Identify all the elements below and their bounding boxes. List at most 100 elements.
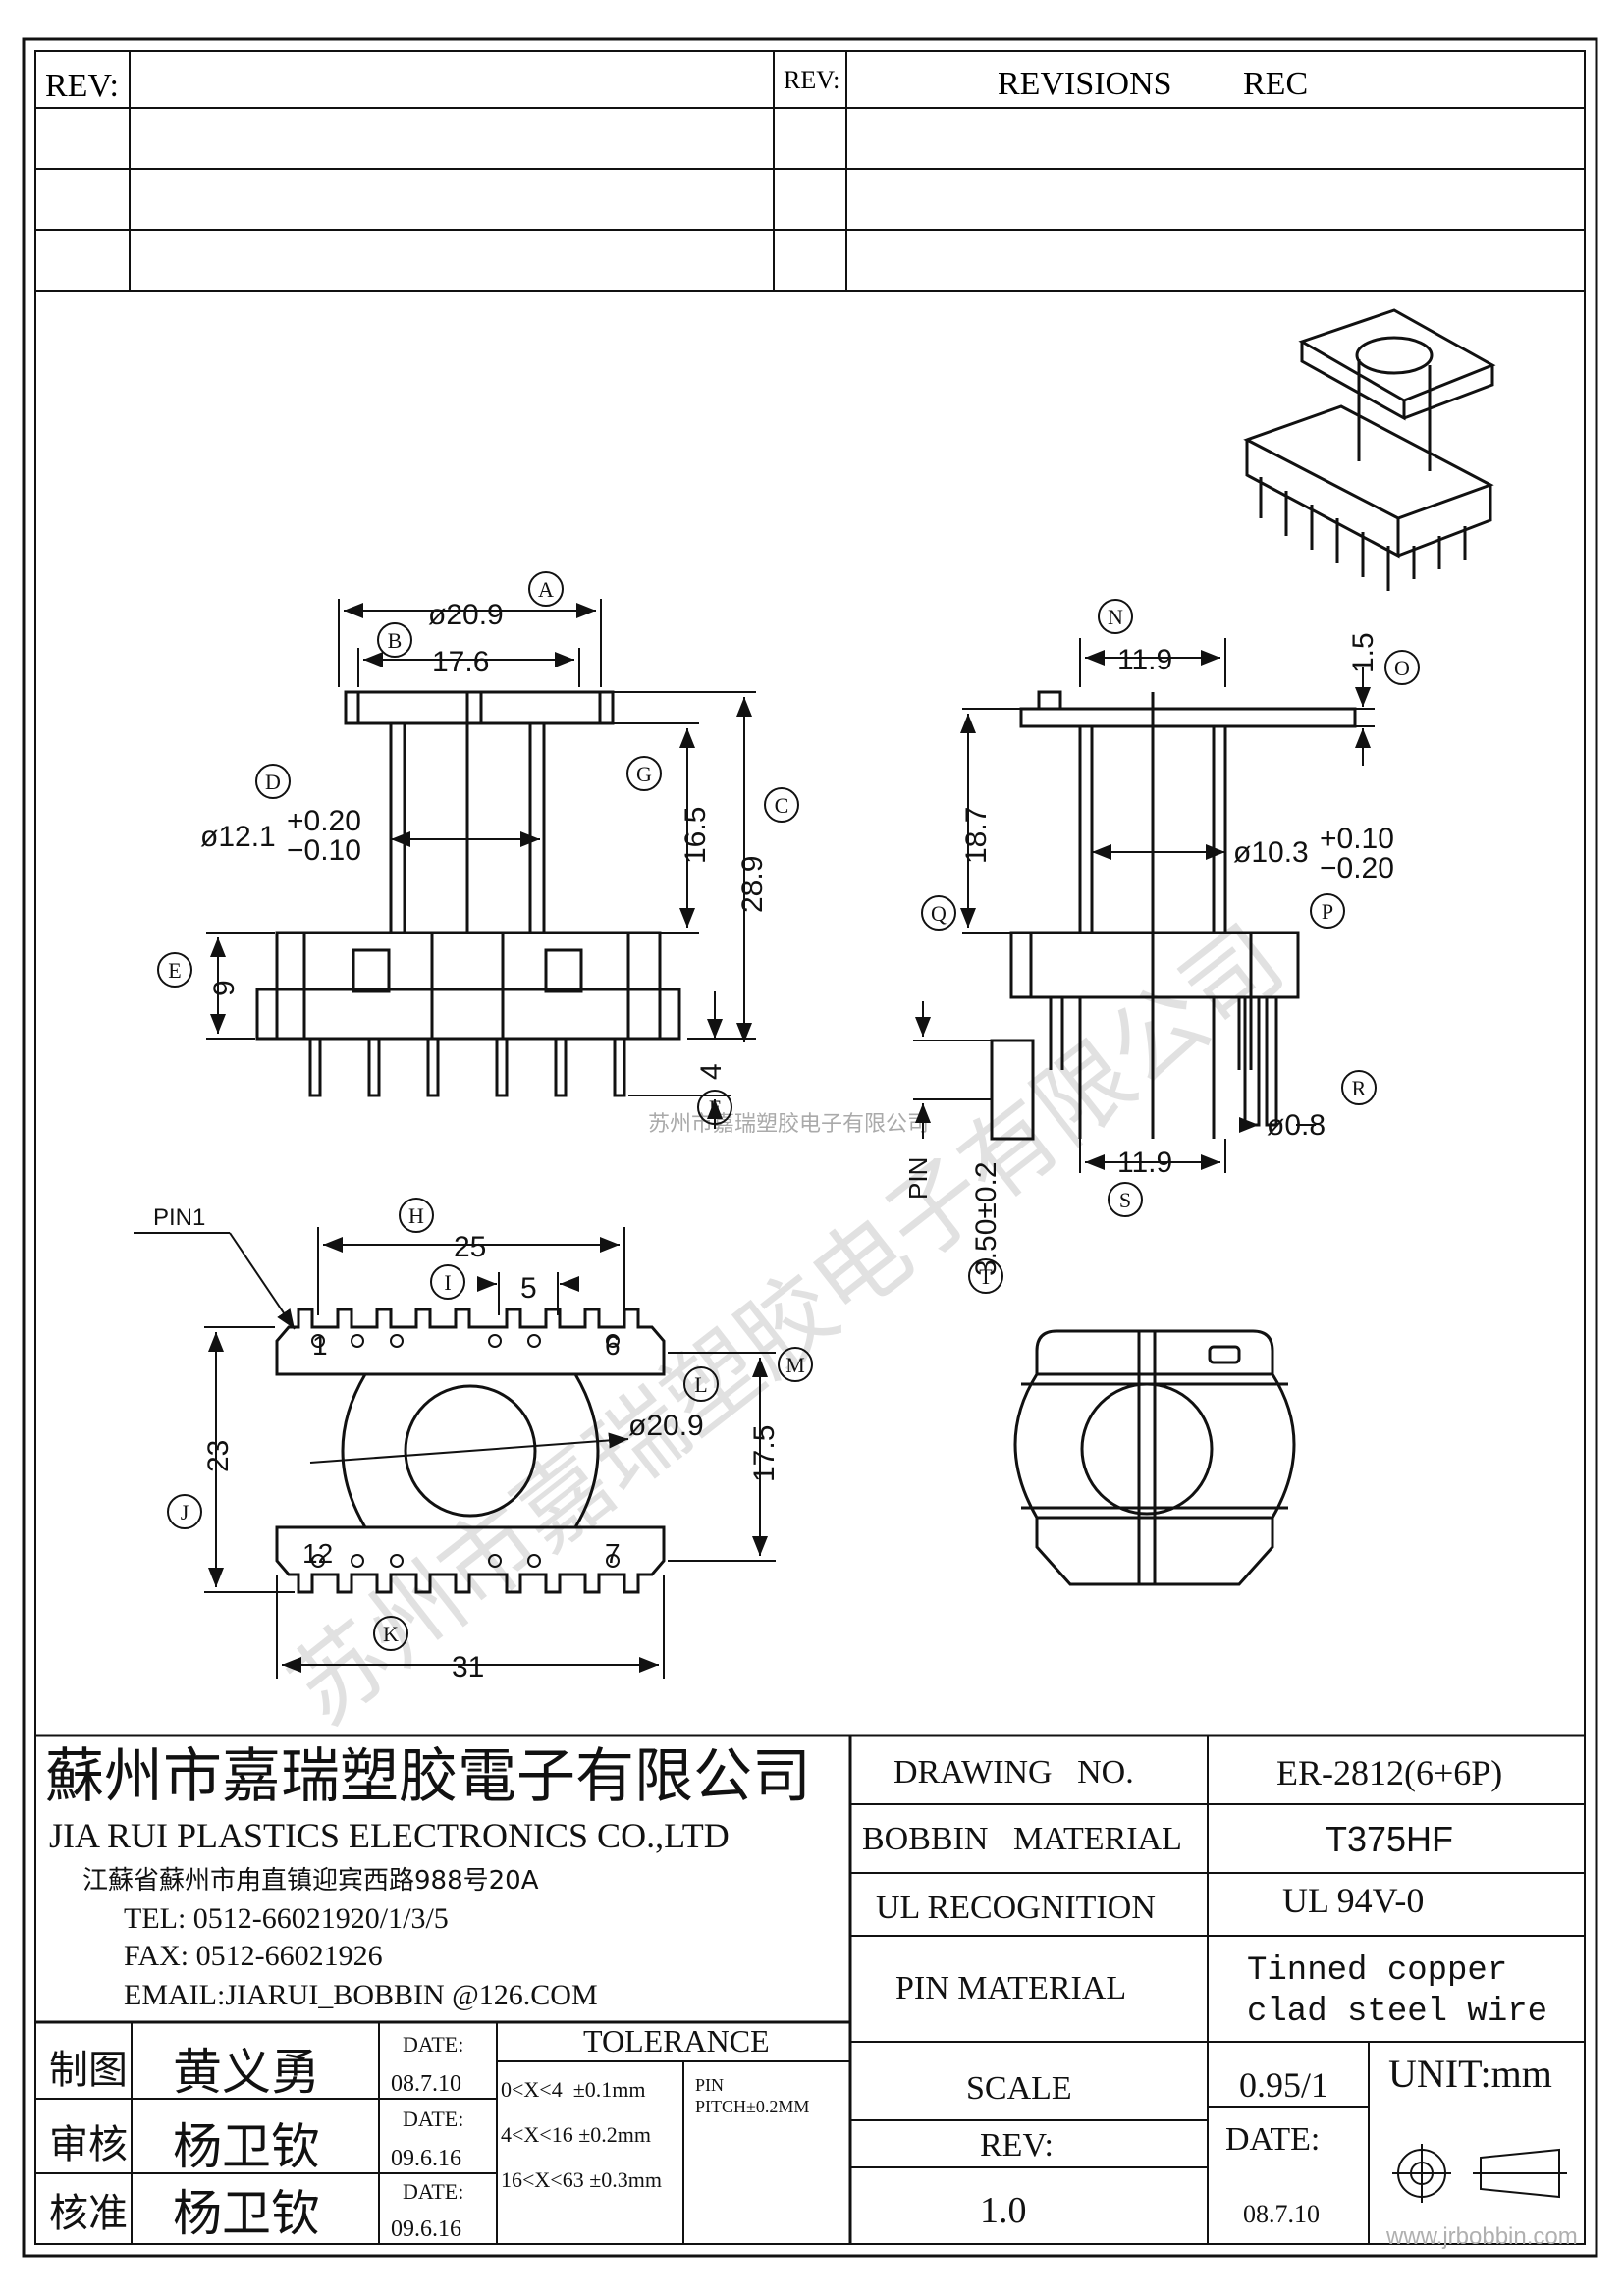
- dim-core-tol-lower: −0.20: [1320, 852, 1394, 884]
- pin-material-line2: clad steel wire: [1247, 1994, 1547, 2031]
- pin-12-number: 12: [302, 1538, 333, 1569]
- pin-material-line1: Tinned copper: [1247, 1952, 1507, 1990]
- date-label-approved: DATE:: [403, 2179, 463, 2204]
- tolerance-row-1: 0<X<4 ±0.1mm: [501, 2077, 646, 2102]
- dim-h: 25: [454, 1231, 486, 1263]
- dim-a: ø20.9: [428, 599, 504, 631]
- callout-a: A: [538, 577, 554, 602]
- callout-k: K: [383, 1622, 399, 1646]
- title-block-grid: [35, 1734, 1585, 2244]
- bottom-pin-holes: [311, 1334, 620, 1568]
- seal-icons: [1392, 2144, 1567, 2203]
- side-view-callouts: [921, 599, 1420, 1294]
- role-checked: 审核: [49, 2122, 128, 2167]
- rev-label-left: REV:: [45, 68, 119, 104]
- date-label: DATE:: [1225, 2121, 1320, 2158]
- scale-value: 0.95/1: [1239, 2065, 1328, 2105]
- first-angle-projection-icon: [1392, 2144, 1567, 2203]
- approval-block: 制图 黄义勇 DATE: 08.7.10 审核 杨卫钦 DATE: 09.6.1…: [49, 2032, 463, 2242]
- dim-d: ø12.1: [200, 821, 276, 853]
- callout-s: S: [1119, 1188, 1131, 1212]
- dim-f: 4: [695, 1063, 728, 1080]
- dim-core: ø10.3: [1233, 836, 1309, 869]
- dim-q: 18.7: [960, 807, 993, 864]
- callout-j: J: [181, 1500, 189, 1524]
- drawing-no: ER-2812(6+6P): [1276, 1753, 1502, 1792]
- dim-c: 28.9: [736, 856, 769, 913]
- bobbin-material-label: BOBBIN MATERIAL: [862, 1821, 1182, 1857]
- rec-header: REC: [1243, 66, 1308, 102]
- tolerance-row-2: 4<X<16 ±0.2mm: [501, 2122, 651, 2147]
- bottom-view-dimensions: [134, 1227, 776, 1679]
- dim-n: 11.9: [1117, 644, 1172, 676]
- rev-label-right: REV:: [784, 66, 839, 94]
- dim-m: 17.5: [748, 1425, 781, 1482]
- isometric-bobbin-illustration: [1243, 308, 1496, 591]
- top-view-bobbin: [1013, 1329, 1296, 1586]
- callout-m: M: [785, 1353, 805, 1377]
- drawing-info: DRAWING NO. ER-2812(6+6P) BOBBIN MATERIA…: [862, 1753, 1552, 2231]
- callout-i: I: [444, 1270, 451, 1295]
- revision-table: [35, 51, 1585, 292]
- dim-k: 31: [452, 1651, 484, 1683]
- dim-core-tol-upper: +0.10: [1320, 823, 1394, 855]
- dim-b: 17.6: [432, 646, 489, 678]
- dim-r: ø0.8: [1267, 1109, 1326, 1142]
- bottom-view-callouts: [167, 1198, 813, 1651]
- callout-h: H: [408, 1203, 424, 1228]
- pin-7-number: 7: [605, 1538, 621, 1569]
- callout-r: R: [1352, 1076, 1367, 1100]
- watermark-url: www.jrbobbin.com: [1385, 2223, 1578, 2250]
- front-view-bobbin: [255, 690, 681, 1097]
- revisions-header: REVISIONS: [998, 66, 1172, 102]
- watermark-small: 苏州市嘉瑞塑胶电子有限公司: [648, 1112, 929, 1137]
- front-view-labels: ø20.9 17.6 ø12.1 +0.20 −0.10 16.5 28.9 9…: [200, 599, 769, 1080]
- callout-e: E: [168, 958, 181, 983]
- pin-pitch-2: PITCH±0.2MM: [695, 2097, 809, 2116]
- dim-e: 9: [208, 980, 241, 996]
- callout-p: P: [1322, 899, 1333, 924]
- sheet-border: [22, 37, 1598, 2258]
- ul-label: UL RECOGNITION: [876, 1890, 1156, 1926]
- date-label-checked: DATE:: [403, 2107, 463, 2131]
- dim-j: 23: [202, 1440, 235, 1472]
- dim-s: 11.9: [1117, 1147, 1172, 1179]
- date-checked: 09.6.16: [391, 2146, 461, 2171]
- callout-c: C: [775, 793, 789, 818]
- company-info: 蘇州市嘉瑞塑胶電子有限公司 JIA RUI PLASTICS ELECTRONI…: [45, 1742, 811, 2011]
- name-drawn: 黄义勇: [173, 2044, 320, 2101]
- rev-label: REV:: [980, 2127, 1054, 2163]
- callout-o: O: [1394, 656, 1410, 680]
- callout-f: F: [709, 1095, 721, 1120]
- pin-6-number: 6: [605, 1330, 621, 1361]
- scale-label: SCALE: [966, 2070, 1072, 2107]
- unit-label: UNIT:mm: [1388, 2052, 1552, 2096]
- front-view-dimensions: [206, 599, 756, 1129]
- ul-value: UL 94V-0: [1282, 1881, 1424, 1920]
- drawing-no-label: DRAWING NO.: [893, 1754, 1134, 1790]
- dim-d-tol-lower: −0.10: [287, 834, 361, 867]
- side-view-labels: 11.9 1.5 18.7 ø10.3 +0.10 −0.20 11.9 ø0.…: [903, 632, 1394, 1276]
- callout-t: T: [979, 1264, 993, 1289]
- tolerance-header: TOLERANCE: [583, 2023, 770, 2058]
- front-pins: [308, 1037, 626, 1097]
- company-email: EMAIL:JIARUI_BOBBIN @126.COM: [124, 1979, 598, 2011]
- callout-n: N: [1108, 605, 1123, 629]
- company-name-en: JIA RUI PLASTICS ELECTRONICS CO.,LTD: [49, 1816, 730, 1855]
- front-view-callouts: [157, 571, 799, 1125]
- callout-g: G: [636, 762, 652, 786]
- date-approved: 09.6.16: [391, 2216, 461, 2242]
- dim-l: ø20.9: [628, 1410, 704, 1442]
- name-approved: 杨卫钦: [173, 2185, 320, 2242]
- watermark-text: 苏州市嘉瑞塑胶电子有限公司: [270, 905, 1303, 1746]
- pin-material-label: PIN MATERIAL: [895, 1970, 1126, 2006]
- date-value: 08.7.10: [1243, 2200, 1320, 2228]
- callout-l: L: [694, 1372, 707, 1397]
- dim-o: 1.5: [1347, 632, 1380, 673]
- dim-d-tol-upper: +0.20: [287, 805, 361, 837]
- date-drawn: 08.7.10: [391, 2071, 461, 2097]
- callout-q: Q: [931, 901, 947, 926]
- company-address: 江蘇省蘇州市甪直镇迎宾西路988号20A: [82, 1866, 539, 1896]
- company-name-cn: 蘇州市嘉瑞塑胶電子有限公司: [45, 1742, 811, 1811]
